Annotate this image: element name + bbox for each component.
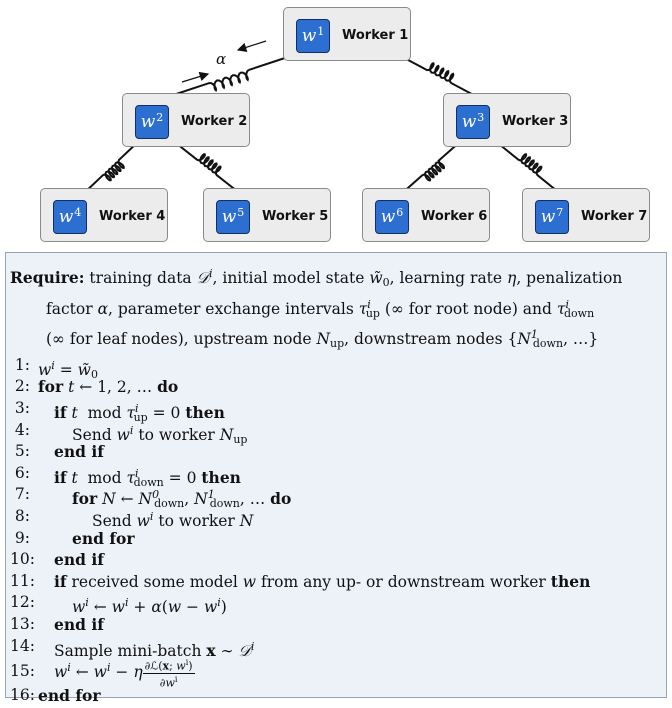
algo-line-6: 6:if t mod τidown = 0 then xyxy=(14,463,241,489)
algo-line-1: 1:wi = w̃0 xyxy=(14,355,98,381)
worker-2-label: Worker 2 xyxy=(181,114,248,129)
algo-line-2: 2:for t ← 1, 2, … do xyxy=(14,377,179,397)
spring-3-7 xyxy=(493,139,563,196)
worker-3-label: Worker 3 xyxy=(502,114,569,129)
algo-line-11: 11:if received some model w from any up-… xyxy=(10,571,591,591)
algo-line-13: 13:end if xyxy=(10,614,104,634)
worker-7-label: Worker 7 xyxy=(581,209,648,224)
loss-gradient-fraction: ∂ℒ(x; wi)∂wi xyxy=(142,658,195,690)
algorithm-require: Require: training data 𝒟i, initial model… xyxy=(10,267,623,351)
worker-6-label: Worker 6 xyxy=(421,209,488,224)
alpha-arrow-down xyxy=(236,40,267,52)
spring-1-2 xyxy=(157,52,301,101)
spring-2-5 xyxy=(171,139,243,196)
algo-line-4: 4:Send wi to worker Nup xyxy=(14,420,248,446)
spring-3-6 xyxy=(399,139,463,196)
algo-line-10: 10:end if xyxy=(10,550,104,570)
worker-1-label: Worker 1 xyxy=(342,28,409,43)
algo-line-16: 16:end for xyxy=(10,686,101,706)
algo-line-9: 9:end for xyxy=(14,528,135,548)
algo-line-14: 14:Sample mini-batch x ∼ 𝒟i xyxy=(10,636,255,660)
algo-line-7: 7:for N ← N0down, N1down, … do xyxy=(14,485,292,511)
spring-alpha-label: α xyxy=(216,50,227,68)
spring-1-3 xyxy=(394,52,484,101)
algo-line-8: 8:Send wi to worker N xyxy=(14,506,254,530)
spring-2-4 xyxy=(81,139,141,196)
worker-4-label: Worker 4 xyxy=(99,209,166,224)
require-keyword: Require: xyxy=(10,268,85,287)
algo-line-3: 3:if t mod τiup = 0 then xyxy=(14,398,225,424)
alpha-arrow-up xyxy=(181,71,210,83)
algo-line-12: 12:wi ← wi + α(w − wi) xyxy=(10,593,227,617)
algo-line-5: 5:end if xyxy=(14,442,104,462)
worker-5-label: Worker 5 xyxy=(262,209,329,224)
algo-line-15: 15:wi ← wi − η∂ℒ(x; wi)∂wi xyxy=(10,658,195,690)
algorithm-box: Require: training data 𝒟i, initial model… xyxy=(5,252,667,705)
tree-connections xyxy=(81,40,563,196)
